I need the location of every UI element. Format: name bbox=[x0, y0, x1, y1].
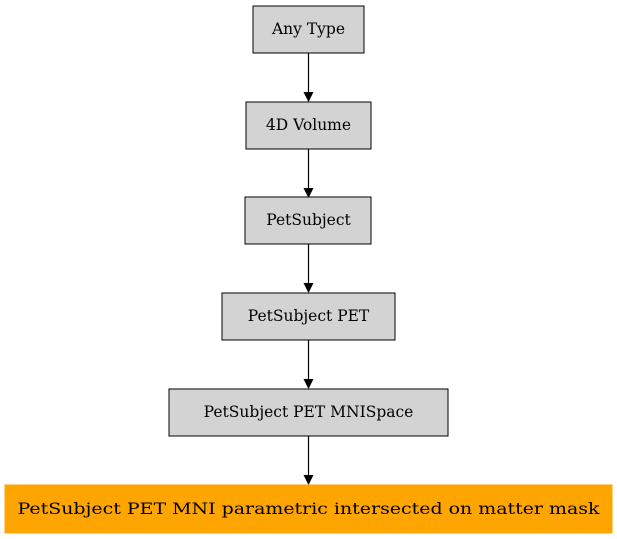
node-petsubject-pet-mnispace-box bbox=[168, 388, 449, 437]
node-4d-volume-box bbox=[245, 101, 372, 150]
node-any-type: Any Type bbox=[252, 5, 365, 54]
node-petsubject-pet-label: PetSubject PET bbox=[248, 307, 370, 325]
node-4d-volume-label: 4D Volume bbox=[266, 116, 351, 134]
node-petsubject: PetSubject bbox=[244, 196, 372, 245]
node-any-type-label: Any Type bbox=[271, 20, 345, 38]
node-any-type-box bbox=[252, 5, 365, 54]
node-petsubject-pet-mni-parametric: PetSubject PET MNI parametric intersecte… bbox=[4, 484, 613, 534]
node-4d-volume: 4D Volume bbox=[245, 101, 372, 150]
node-petsubject-pet: PetSubject PET bbox=[221, 292, 396, 341]
node-petsubject-pet-mni-parametric-box bbox=[4, 484, 613, 534]
node-petsubject-pet-mnispace-label: PetSubject PET MNISpace bbox=[204, 403, 414, 421]
node-petsubject-box bbox=[244, 196, 372, 245]
node-petsubject-pet-box bbox=[221, 292, 396, 341]
node-petsubject-label: PetSubject bbox=[266, 211, 351, 229]
node-petsubject-pet-mni-parametric-label: PetSubject PET MNI parametric intersecte… bbox=[18, 500, 601, 518]
node-petsubject-pet-mnispace: PetSubject PET MNISpace bbox=[168, 388, 449, 437]
